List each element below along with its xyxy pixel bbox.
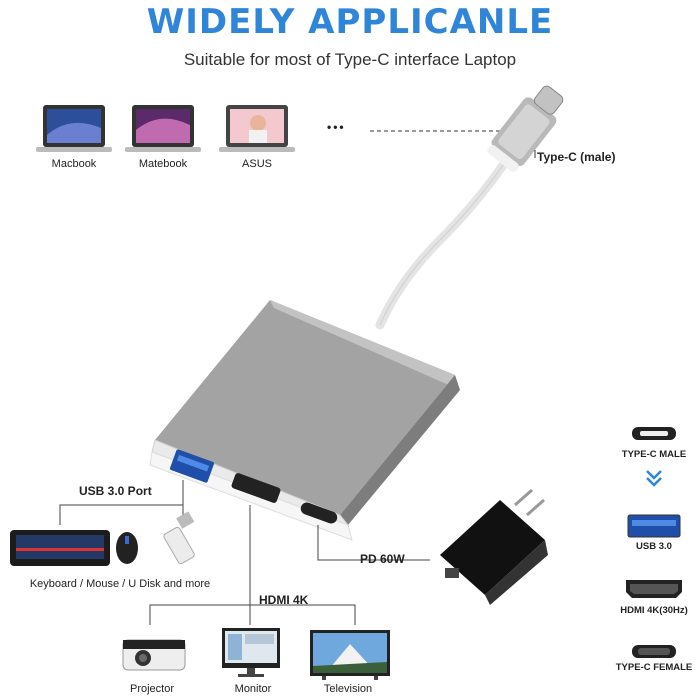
projector-icon (122, 639, 186, 671)
usb-devices-label: Keyboard / Mouse / U Disk and more (29, 578, 211, 590)
laptop-matebook-icon (125, 105, 201, 152)
display-label-television: Television (323, 683, 373, 695)
more-laptops-ellipsis: ••• (327, 120, 346, 134)
legend-label-usb-3: USB 3.0 (636, 541, 672, 552)
usb-disk-icon (163, 511, 195, 565)
display-label-projector: Projector (129, 683, 175, 695)
type-c-connector-icon (487, 85, 564, 172)
usb-port-label: USB 3.0 Port (79, 484, 152, 498)
keyboard-icon (10, 530, 110, 566)
laptop-macbook-icon (36, 105, 112, 152)
hub-adapter (149, 300, 460, 541)
type-c-male-label: Type-C (male) (537, 150, 616, 164)
hdmi-icon (626, 580, 682, 598)
charger-icon (440, 488, 548, 605)
page-subtitle: Suitable for most of Type-C interface La… (183, 50, 517, 69)
laptop-label-matebook: Matebook (138, 158, 188, 170)
monitor-icon (222, 628, 280, 677)
laptop-label-macbook: Macbook (51, 158, 97, 170)
usb-3-icon (627, 514, 681, 538)
laptop-label-asus: ASUS (242, 158, 272, 170)
legend-label-type-c-female: TYPE-C FEMALE (615, 662, 693, 673)
legend-label-hdmi: HDMI 4K(30Hz) (620, 605, 688, 616)
laptop-asus-icon (219, 105, 295, 152)
mouse-icon (116, 532, 138, 564)
type-c-female-icon (632, 645, 676, 658)
type-c-male-icon (632, 427, 676, 440)
television-icon (310, 630, 390, 680)
legend-label-type-c-male: TYPE-C MALE (621, 449, 687, 460)
chevron-down-icon (646, 470, 662, 487)
page-title: WIDELY APPLICANLE (146, 2, 554, 42)
display-label-monitor: Monitor (234, 683, 272, 695)
pd-port-label: PD 60W (360, 552, 405, 566)
hdmi-port-label: HDMI 4K (259, 593, 309, 607)
